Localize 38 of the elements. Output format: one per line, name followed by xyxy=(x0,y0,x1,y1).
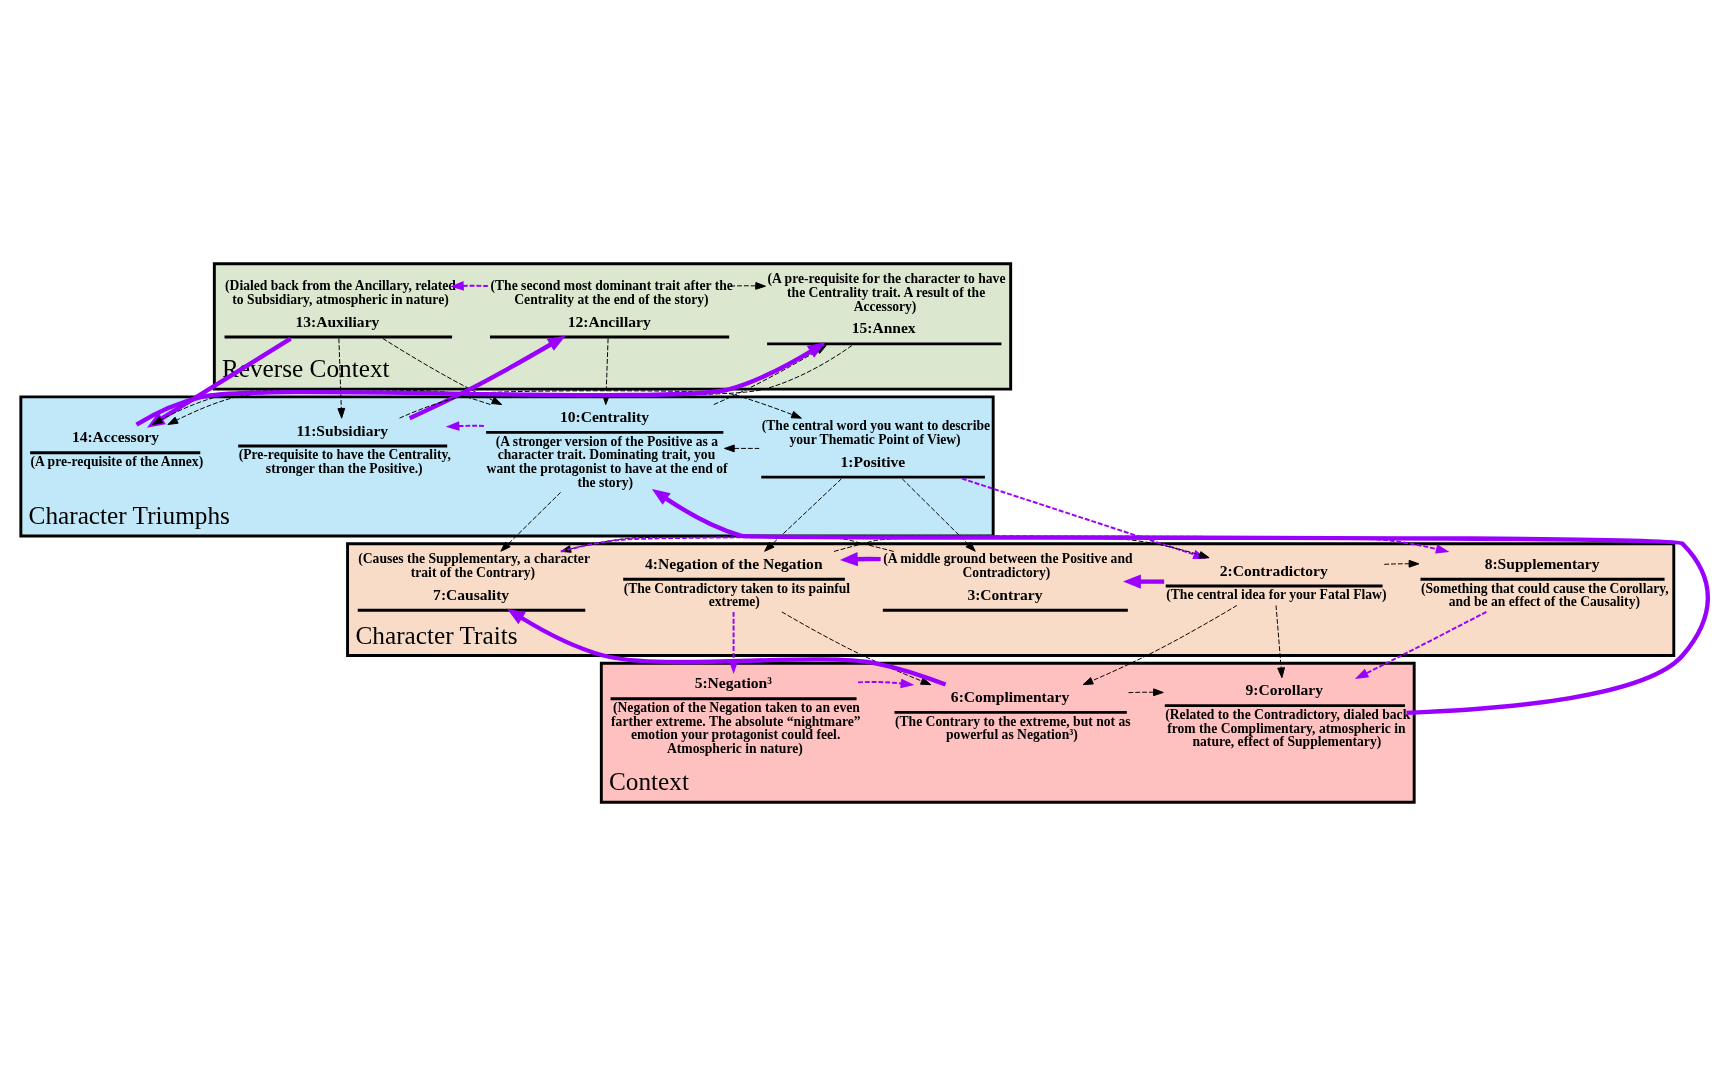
arrow xyxy=(382,337,503,405)
node-text: (A pre-requisite for the character to have the Centrality trait. A result of the Accessory) 15:Annex xyxy=(767,270,1006,336)
arrow xyxy=(724,444,760,452)
arrow xyxy=(781,610,932,685)
node-text: (The second most dominant trait after the Centrality at the end of the story) 12:Ancillary xyxy=(490,277,733,330)
node-text: 9:Corollary (Related to the Contradictory, dialed back from the Complimentary, atmospheric in nature, effect of Supplementary) xyxy=(1165,680,1411,749)
node-text: 5:Negation³ (Negation of the Negation taken to an even farther extreme. The absolute “nightmare” emotion your protagonist could feel. Atmospheric in nature) xyxy=(611,673,861,756)
arrow xyxy=(1128,687,1164,696)
node-text: 10:Centrality (A stronger version of the Positive as a character trait. Dominating trait, you want the protagonist to have at the end of the story) xyxy=(486,407,728,490)
arrow xyxy=(1383,559,1420,568)
node-text: (The central word you want to describe your Thematic Point of View) 1:Positive xyxy=(761,417,991,470)
arrow xyxy=(857,678,915,688)
arrow xyxy=(764,477,842,552)
arrow xyxy=(901,477,976,552)
node-text: (Dialed back from the Ancillary, related to Subsidiary, atmospheric in nature) 13:Auxiliary xyxy=(225,277,456,330)
node-text: 11:Subsidiary (Pre-requisite to have the Centrality, stronger than the Positive.) xyxy=(238,421,451,476)
arrow xyxy=(1354,610,1488,679)
node-text: 2:Contradictory (The central idea for your Fatal Flaw) xyxy=(1166,561,1387,602)
arrow xyxy=(839,551,881,566)
arrow xyxy=(500,491,562,552)
arrow xyxy=(1123,574,1165,589)
node-text: (A middle ground between the Positive and Contradictory) 3:Contrary xyxy=(883,550,1133,603)
arrow xyxy=(151,388,491,425)
node-text: 4:Negation of the Negation (The Contradictory taken to its painful extreme) xyxy=(623,554,851,609)
arrow xyxy=(729,281,766,290)
arrow xyxy=(506,608,947,687)
arrow xyxy=(1275,604,1285,678)
node-text: 14:Accessory (A pre-requisite of the Annex) xyxy=(30,427,204,469)
arrow xyxy=(1082,604,1238,685)
node-text: (Causes the Supplementary, a character trait of the Contrary) 7:Causality xyxy=(358,550,590,603)
arrow xyxy=(408,335,566,420)
arrow xyxy=(651,488,1710,715)
arrow xyxy=(450,280,489,291)
arrow xyxy=(445,420,485,431)
arrow xyxy=(399,389,802,419)
node-text: 8:Supplementary (Something that could cause the Corollary, and be an effect of the Causality) xyxy=(1420,554,1669,609)
node-text: 6:Complimentary (The Contrary to the extreme, but not as powerful as Negation³) xyxy=(894,687,1131,742)
arrow xyxy=(337,337,346,419)
